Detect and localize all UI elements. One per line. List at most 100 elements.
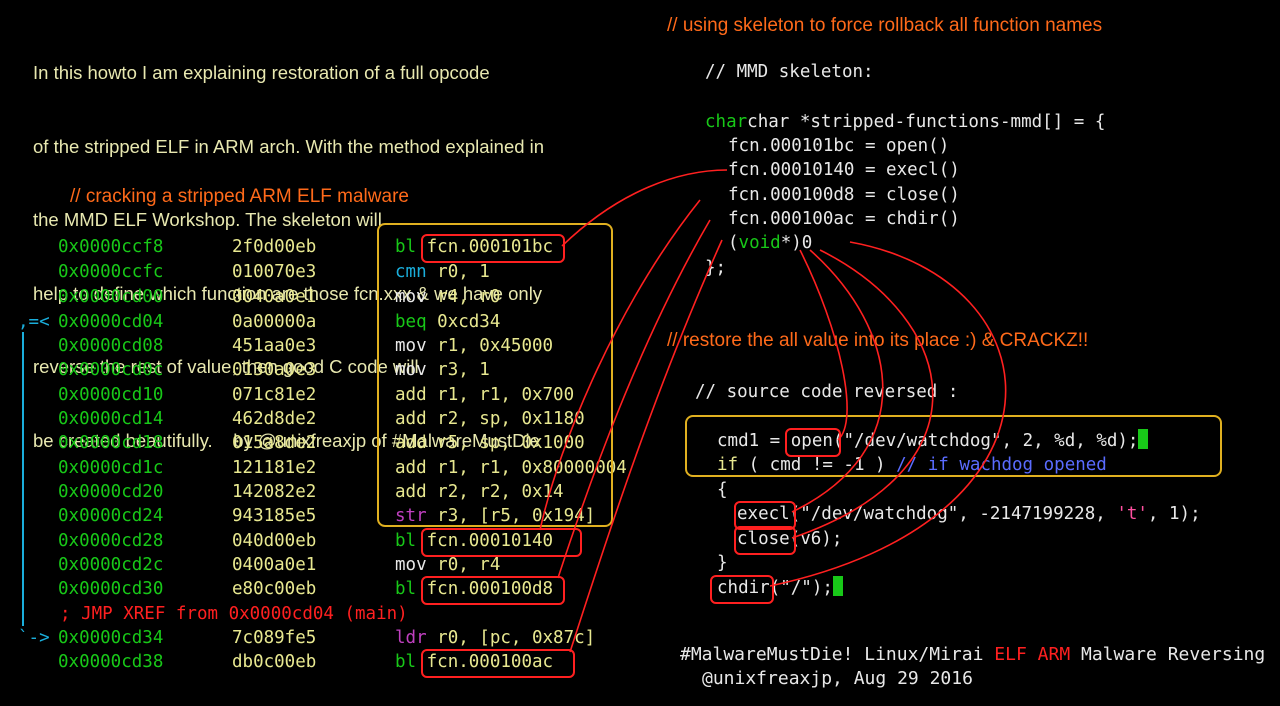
- instruction: str r3, [r5, 0x194]: [395, 504, 595, 528]
- opcode-hex: 015a8de2: [232, 433, 317, 453]
- arrow-close-to-disasm: [557, 219, 711, 579]
- source-line-chdir: chdir("/");: [717, 576, 843, 601]
- instruction: add r2, r2, 0x14: [395, 480, 564, 504]
- instruction: cmn r0, 1: [395, 260, 490, 284]
- void-tail: *)0: [780, 233, 813, 253]
- mnemonic: bl: [395, 652, 417, 672]
- fn-execl: execl: [737, 504, 790, 524]
- operand: r2, sp, 0x1180: [437, 409, 585, 429]
- instruction: bl fcn.000100ac: [395, 650, 553, 674]
- addr: 0x0000cd08: [58, 336, 164, 356]
- opcode-hex: 071c81e2: [232, 385, 317, 405]
- mnemonic: bl: [395, 531, 417, 551]
- skeleton-close: };: [705, 258, 727, 278]
- highlight-close: [734, 526, 796, 555]
- addr: 0x0000cd10: [58, 385, 164, 405]
- paren: (: [728, 233, 739, 253]
- fn-open: open: [790, 431, 833, 451]
- operand: r1, 0x45000: [437, 336, 554, 356]
- instruction: bl fcn.000101bc: [395, 235, 553, 259]
- highlight-open: [785, 428, 841, 457]
- mnemonic: add: [395, 458, 427, 478]
- opcode-hex: 0400a0e1: [232, 555, 317, 575]
- operand: r3, 1: [437, 360, 490, 380]
- opcode-hex: 121181e2: [232, 458, 317, 478]
- arrow-to-chdir: [769, 241, 1007, 587]
- operand: r1, r1, 0x80000004: [437, 458, 627, 478]
- instruction: add r1, r1, 0x80000004: [395, 456, 627, 480]
- skeleton-line: fcn.000100ac = chdir(): [728, 209, 960, 229]
- skeleton-declaration: charchar *stripped-functions-mmd[] = {: [705, 110, 1105, 135]
- source-line-brace: {: [717, 480, 728, 500]
- source-comment: // source code reversed :: [695, 382, 959, 402]
- mnemonic: add: [395, 482, 427, 502]
- intro-line: the MMD ELF Workshop. The skeleton will: [33, 209, 382, 230]
- opcode-hex: 7c089fe5: [232, 628, 317, 648]
- addr: 0x0000cd28: [58, 531, 164, 551]
- skeleton-line: fcn.000100d8 = close(): [728, 185, 960, 205]
- instruction: bl fcn.00010140: [395, 529, 553, 553]
- mnemonic: mov: [395, 287, 427, 307]
- highlight-box-disasm: [377, 223, 613, 527]
- addr: 0x0000cd1c: [58, 458, 164, 478]
- opcode-hex: 462d8de2: [232, 409, 317, 429]
- footer-arm: ARM: [1037, 644, 1071, 665]
- instruction: mov r0, r4: [395, 553, 500, 577]
- mnemonic: add: [395, 385, 427, 405]
- highlight-execl: [734, 501, 796, 530]
- operand: r3, [r5, 0x194]: [437, 506, 596, 526]
- terminal-cursor: [832, 576, 843, 596]
- operand: fcn.000101bc: [426, 237, 554, 257]
- instruction: mov r3, 1: [395, 358, 490, 382]
- fn-chdir: chdir: [717, 578, 770, 598]
- mnemonic: beq: [395, 312, 427, 332]
- restore-heading: // restore the all value into its place …: [667, 330, 1089, 351]
- opcode-hex: 2f0d00eb: [232, 237, 317, 257]
- skeleton-void: (void*)0: [728, 231, 812, 256]
- footer-title: #MalwareMustDie! Linux/Mirai ELF ARM Mal…: [680, 644, 1265, 665]
- opcode-hex: 0040a0e1: [232, 287, 317, 307]
- fn-close: close: [737, 529, 790, 549]
- mnemonic: add: [395, 433, 427, 453]
- jump-gutter-start: ,=<: [18, 312, 50, 332]
- skeleton-decl-text: char *stripped-functions-mmd[] = {: [747, 112, 1106, 132]
- operand: fcn.000100ac: [426, 652, 554, 672]
- addr: 0x0000cd20: [58, 482, 164, 502]
- operand: r0, r4: [437, 555, 501, 575]
- intro-line: of the stripped ELF in ARM arch. With th…: [33, 135, 545, 157]
- opcode-hex: 451aa0e3: [232, 336, 317, 356]
- disasm-heading: // cracking a stripped ARM ELF malware: [70, 186, 409, 207]
- mnemonic: mov: [395, 336, 427, 356]
- operand: r4, r0: [437, 287, 501, 307]
- arrow-execl-to-disasm: [539, 199, 701, 531]
- skeleton-heading: // using skeleton to force rollback all …: [667, 15, 1103, 36]
- operand: fcn.000100d8: [426, 579, 554, 599]
- addr: 0x0000cd2c: [58, 555, 164, 575]
- arrow-to-execl: [791, 249, 884, 513]
- intro-line: In this howto I am explaining restoratio…: [33, 62, 490, 83]
- instruction: add r1, r1, 0x700: [395, 383, 574, 407]
- mnemonic: add: [395, 409, 427, 429]
- addr: 0x0000cd14: [58, 409, 164, 429]
- skeleton-line: fcn.000101bc = open(): [728, 136, 950, 156]
- footer-text: #MalwareMustDie! Linux/Mirai: [680, 644, 995, 665]
- arrow-open-to-skeleton: [561, 169, 728, 247]
- mnemonic: mov: [395, 360, 427, 380]
- source-line-execl: execl("/dev/watchdog", -2147199228, 't',…: [737, 502, 1201, 527]
- xref-comment: ; JMP XREF from 0x0000cd04 (main): [60, 604, 408, 624]
- intro-line: be created beautifully. by @unixfreaxjp …: [33, 429, 540, 451]
- char-literal: 't': [1116, 504, 1148, 524]
- instruction: mov r4, r0: [395, 285, 500, 309]
- highlight-fcn-00010140: [421, 528, 582, 557]
- opcode-hex: e80c00eb: [232, 579, 317, 599]
- mnemonic: str: [395, 506, 427, 526]
- addr: 0x0000cd04: [58, 312, 164, 332]
- opcode-hex: 0a00000a: [232, 312, 317, 332]
- type-keyword: char: [705, 112, 748, 132]
- instruction: bl fcn.000100d8: [395, 577, 553, 601]
- arrow-chdir-to-disasm: [569, 239, 723, 653]
- addr: 0x0000cd30: [58, 579, 164, 599]
- arrow-to-open: [799, 249, 848, 441]
- skeleton-comment: // MMD skeleton:: [705, 62, 874, 82]
- opcode-hex: 0130a0e3: [232, 360, 317, 380]
